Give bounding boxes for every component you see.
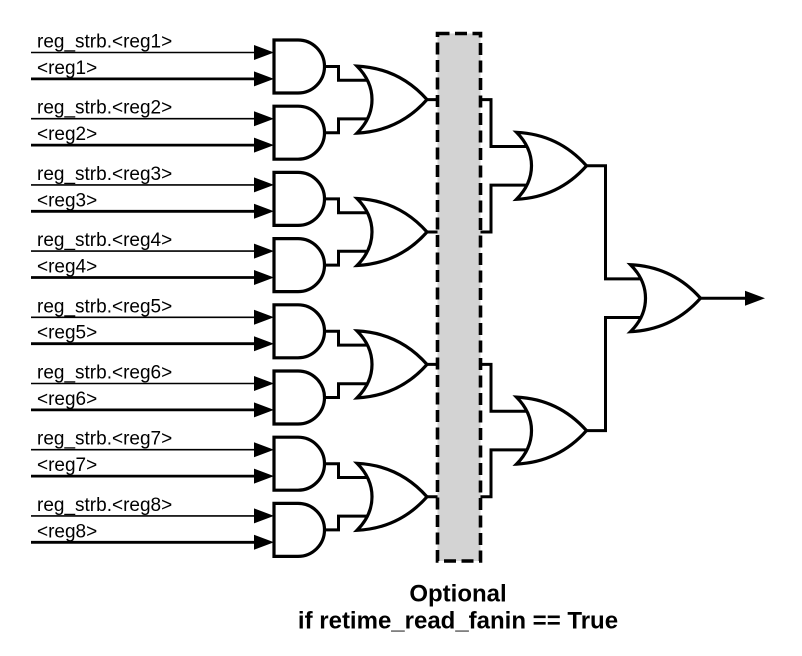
input-pair-6: reg_strb.<reg6> <reg6> — [31, 363, 274, 418]
or-gate-stage2-3 — [355, 329, 429, 400]
or-gate-stage2-1 — [355, 64, 429, 135]
arrowhead-icon — [254, 402, 274, 418]
input-pair-1: reg_strb.<reg1> <reg1> — [31, 32, 274, 87]
and-gate-5 — [272, 303, 327, 360]
input-pair-4: reg_strb.<reg4> <reg4> — [31, 230, 274, 285]
input-pair-5: reg_strb.<reg5> <reg5> — [31, 296, 274, 352]
and-output-wire-8 — [325, 514, 368, 532]
input-label-reg-strb-4: reg_strb.<reg4> — [37, 230, 172, 251]
and-gate-7 — [272, 435, 327, 492]
input-label-reg-7: <reg7> — [37, 455, 97, 476]
input-label-reg-4: <reg4> — [37, 257, 97, 278]
input-label-reg-3: <reg3> — [37, 190, 97, 211]
caption-line-2: if retime_read_fanin == True — [298, 607, 618, 634]
arrowhead-icon — [254, 270, 274, 285]
and-output-wire-6 — [325, 382, 368, 399]
input-pair-8: reg_strb.<reg8> <reg8> — [31, 495, 274, 550]
and-gate-2 — [272, 104, 327, 161]
arrowhead-icon — [254, 203, 274, 219]
input-label-reg-strb-2: reg_strb.<reg2> — [37, 98, 172, 119]
input-label-reg-5: <reg5> — [37, 323, 97, 344]
and-output-wire-5 — [325, 329, 368, 347]
and-gate-3 — [272, 170, 327, 227]
input-label-reg-1: <reg1> — [37, 58, 97, 79]
and-output-wire-1 — [325, 65, 368, 82]
and-gate-1 — [272, 38, 327, 95]
arrowhead-icon — [254, 111, 274, 127]
arrowhead-icon — [254, 177, 274, 193]
arrowhead-icon — [254, 243, 274, 259]
and-output-wire-3 — [325, 197, 368, 215]
or-gate-final — [628, 263, 703, 334]
input-pair-2: reg_strb.<reg2> <reg2> — [31, 98, 274, 153]
stage3-output-wire-2 — [586, 316, 660, 433]
arrowhead-icon — [254, 508, 274, 524]
input-label-reg-strb-3: reg_strb.<reg3> — [37, 164, 172, 185]
and-output-wire-2 — [325, 117, 368, 135]
arrowhead-icon — [254, 376, 274, 391]
arrowhead-icon — [254, 442, 274, 458]
stage3-output-wire-1 — [586, 164, 660, 281]
input-pair-7: reg_strb.<reg7> <reg7> — [31, 429, 274, 484]
input-label-reg-strb-5: reg_strb.<reg5> — [37, 296, 172, 317]
optional-region — [435, 31, 483, 563]
input-label-reg-6: <reg6> — [37, 389, 97, 410]
or-gate-stage3-2 — [514, 395, 589, 466]
arrowhead-icon — [254, 45, 274, 60]
caption-line-1: Optional — [409, 581, 506, 608]
arrowhead-icon — [254, 137, 274, 153]
arrowhead-icon — [254, 534, 274, 550]
arrowhead-icon — [254, 468, 274, 484]
input-label-reg-8: <reg8> — [37, 521, 97, 542]
and-output-wire-7 — [325, 462, 368, 479]
and-output-wire-4 — [325, 249, 368, 267]
input-pair-3: reg_strb.<reg3> <reg3> — [31, 164, 274, 219]
and-gate-8 — [272, 501, 327, 559]
or-gate-stage2-4 — [355, 461, 429, 532]
input-label-reg-strb-1: reg_strb.<reg1> — [37, 32, 172, 53]
input-label-reg-strb-8: reg_strb.<reg8> — [37, 495, 172, 516]
or-gate-stage3-1 — [514, 130, 589, 201]
and-gate-4 — [272, 237, 327, 294]
output-arrowhead-icon — [745, 290, 765, 306]
input-label-reg-strb-6: reg_strb.<reg6> — [37, 363, 172, 384]
input-label-reg-strb-7: reg_strb.<reg7> — [37, 429, 172, 450]
and-gate-6 — [272, 369, 327, 426]
or-gate-stage2-2 — [355, 196, 429, 268]
arrowhead-icon — [254, 71, 274, 87]
arrowhead-icon — [254, 309, 274, 325]
arrowhead-icon — [254, 336, 274, 352]
input-label-reg-2: <reg2> — [37, 124, 97, 145]
